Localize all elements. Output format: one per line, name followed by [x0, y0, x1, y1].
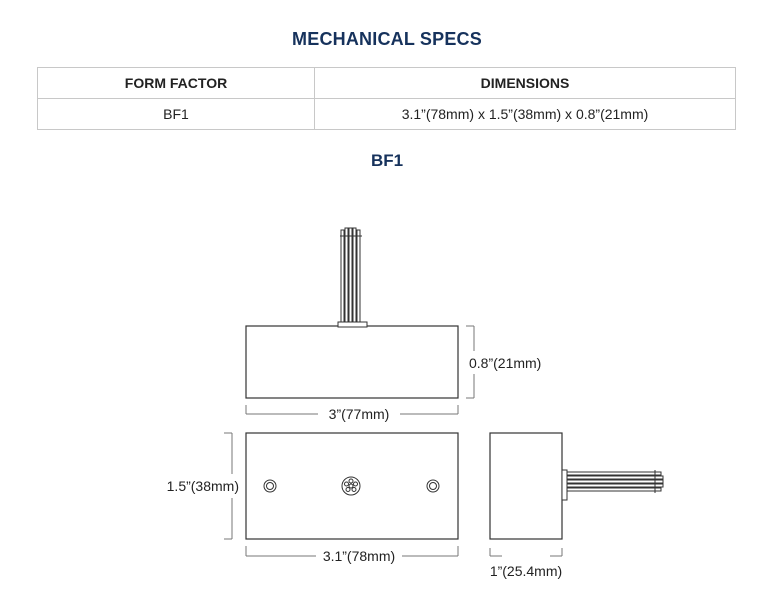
height-dimension-line [466, 325, 475, 399]
height-label: 0.8”(21mm) [469, 355, 541, 371]
drawing-title: BF1 [370, 151, 404, 170]
cell-dimensions: 3.1”(78mm) x 1.5”(38mm) x 0.8”(21mm) [314, 98, 736, 130]
front-height-dimension-line [224, 432, 233, 540]
side-view-body [245, 325, 459, 399]
front-height-label: 1.5”(38mm) [167, 478, 239, 494]
front-view [245, 432, 459, 540]
end-width-label: 1”(25.4mm) [490, 563, 562, 579]
side-view [245, 227, 459, 399]
table-row: BF1 3.1”(78mm) x 1.5”(38mm) x 0.8”(21mm) [37, 98, 736, 130]
mounting-hole-left-icon [263, 479, 277, 493]
end-width-dimension-line [489, 548, 563, 557]
column-header-dimensions: DIMENSIONS [314, 67, 736, 99]
wire-bundle-side [566, 470, 664, 493]
sensor-lens-icon [341, 476, 361, 496]
side-width-label: 3”(77mm) [329, 406, 390, 422]
end-view [489, 432, 664, 540]
front-width-label: 3.1”(78mm) [323, 548, 395, 564]
connector-housing-side [561, 469, 568, 501]
specs-table: FORM FACTOR DIMENSIONS BF1 3.1”(78mm) x … [37, 67, 736, 130]
page-title: MECHANICAL SPECS [292, 29, 482, 49]
front-view-body [245, 432, 459, 540]
mounting-hole-right-icon [426, 479, 440, 493]
front-width-dimension-line [245, 546, 459, 557]
side-width-dimension-line [245, 405, 459, 415]
table-header-row: FORM FACTOR DIMENSIONS [37, 67, 736, 99]
end-view-body [489, 432, 563, 540]
connector-housing-top [337, 321, 368, 328]
cell-form-factor: BF1 [37, 98, 315, 130]
column-header-form-factor: FORM FACTOR [37, 67, 315, 99]
wire-bundle-top [340, 227, 362, 323]
